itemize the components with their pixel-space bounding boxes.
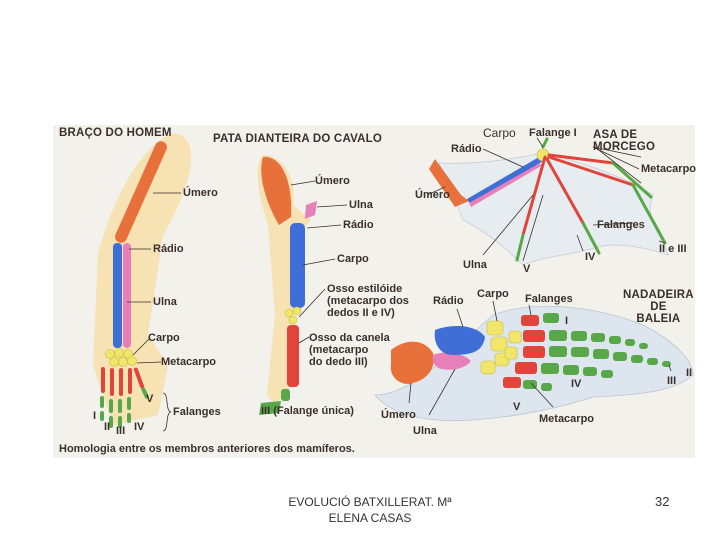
whale-metacarpo-label: Metacarpo — [539, 413, 595, 425]
slide-footer: EVOLUCIÓ BATXILLERAT. Mª ELENA CASAS — [288, 495, 452, 525]
bat-digit-23-label: II e III — [659, 243, 687, 255]
whale-falanges-label: Falanges — [525, 293, 573, 305]
horse-carpo-label: Carpo — [337, 253, 369, 265]
bat-digit-4-label: IV — [585, 251, 596, 263]
bat-metacarpo-label: Metacarpo — [641, 163, 697, 175]
human-ulna-label: Ulna — [153, 296, 177, 308]
horse-leg-title: PATA DIANTEIRA DO CAVALO — [213, 133, 382, 145]
bat-wing-drawing — [426, 137, 669, 266]
human-carpo-label: Carpo — [148, 332, 180, 344]
bat-radio-label: Rádio — [451, 143, 482, 155]
bat-ulna-label: Ulna — [463, 259, 487, 271]
human-digit-4-label: IV — [134, 421, 145, 433]
human-radio-label: Rádio — [153, 243, 184, 255]
horse-umero-label: Úmero — [315, 175, 350, 187]
whale-flipper-title: NADADEIRA DE BALEIA — [623, 289, 694, 325]
slide-page-number: 32 — [655, 494, 670, 509]
human-digit-2-label: II — [104, 421, 111, 433]
figure-caption: Homologia entre os membros anteriores do… — [59, 443, 355, 455]
human-digit-5-label: V — [146, 393, 154, 405]
human-digit-3-label: III — [116, 425, 126, 437]
human-arm-title: BRAÇO DO HOMEM — [59, 127, 172, 139]
bat-wing-title: ASA DE MORCEGO — [593, 129, 656, 153]
horse-estiloide-label: Osso estilóide (metacarpo dos dedos II e… — [327, 283, 409, 319]
whale-radio-label: Rádio — [433, 295, 464, 307]
bat-digit-5-label: V — [523, 263, 531, 275]
whale-digit-2-label: II — [686, 367, 693, 379]
whale-digit-3-label: III — [667, 375, 677, 387]
bat-umero-label: Úmero — [415, 189, 450, 201]
whale-umero-label: Úmero — [381, 409, 416, 421]
human-umero-label: Úmero — [183, 187, 218, 199]
bat-falanges-label: Falanges — [597, 219, 645, 231]
whale-digit-1-label: I — [565, 315, 569, 327]
whale-digit-5-label: V — [513, 401, 521, 413]
horse-ulna-label: Ulna — [349, 199, 373, 211]
human-falanges-label: Falanges — [173, 406, 221, 418]
whale-flipper-drawing — [374, 300, 694, 422]
whale-carpo-label: Carpo — [477, 288, 509, 300]
human-metacarpo-label: Metacarpo — [161, 356, 217, 368]
horse-falange-label: III (Falange única) — [261, 405, 354, 417]
horse-leg-drawing — [257, 154, 348, 415]
human-digit-1-label: I — [93, 410, 97, 422]
bat-falange1-label: Falange I — [529, 127, 577, 139]
whale-digit-4-label: IV — [571, 378, 582, 390]
homology-figure: BRAÇO DO HOMEM Úmero Rádio Ulna Carpo Me… — [53, 125, 697, 458]
bat-carpo-label: Carpo — [483, 126, 516, 140]
horse-canela-label: Osso da canela (metacarpo do dedo III) — [309, 332, 390, 368]
horse-radio-label: Rádio — [343, 219, 374, 231]
human-arm-drawing — [93, 133, 192, 432]
whale-ulna-label: Ulna — [413, 425, 437, 437]
homology-illustration — [93, 133, 694, 432]
